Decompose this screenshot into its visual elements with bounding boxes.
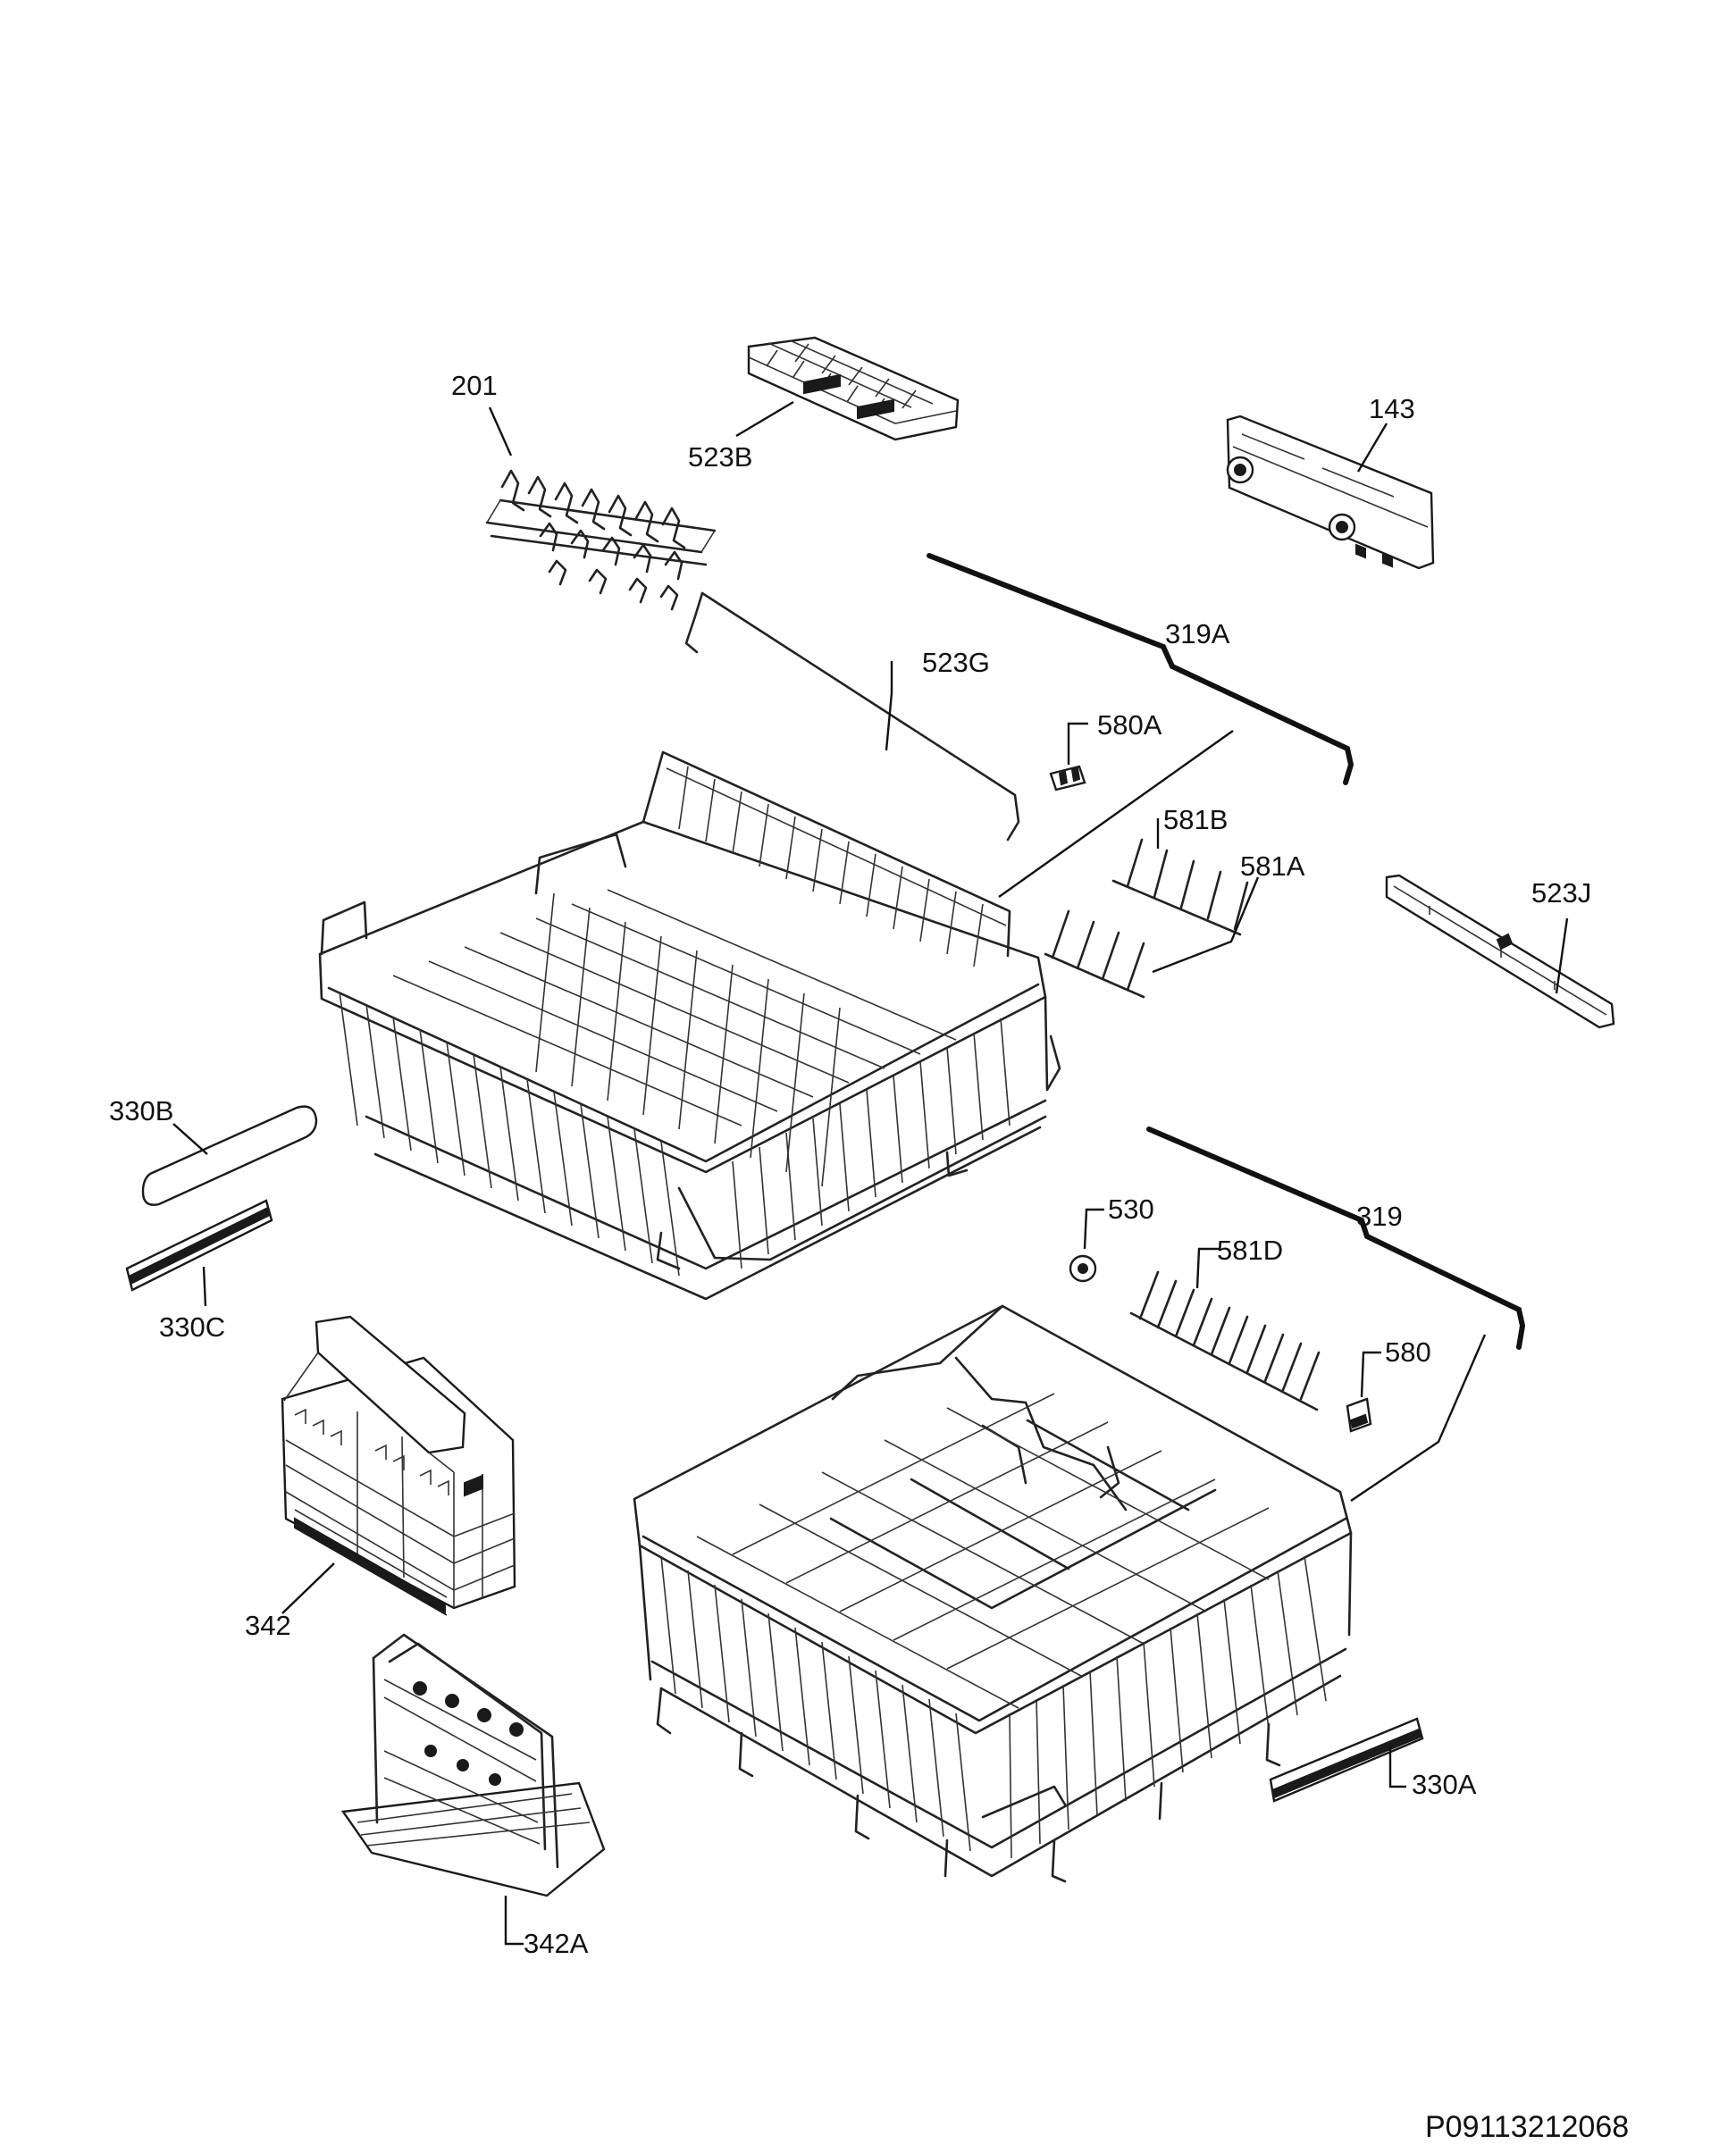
part-581B-tine-row xyxy=(1111,838,1249,936)
part-319-gasket xyxy=(1146,1126,1526,1350)
part-330A-trim xyxy=(1269,1717,1424,1803)
leader-201 xyxy=(488,406,513,456)
leader-342A xyxy=(504,1896,524,1946)
label-143: 143 xyxy=(1369,393,1415,424)
label-581D: 581D xyxy=(1217,1235,1283,1266)
leader-581D xyxy=(1195,1247,1219,1289)
part-342A-utensil-holder xyxy=(340,1633,606,1897)
label-330A: 330A xyxy=(1412,1769,1477,1800)
leader-580 xyxy=(1360,1351,1381,1398)
leader-330B xyxy=(172,1123,208,1155)
part-330B-trim xyxy=(141,1105,318,1206)
leader-530 xyxy=(1083,1208,1104,1250)
part-342-cutlery-basket xyxy=(281,1315,516,1616)
part-330C-trim xyxy=(125,1199,273,1292)
label-201: 201 xyxy=(451,370,498,401)
part-581D-tine-row xyxy=(1129,1270,1321,1411)
label-530: 530 xyxy=(1108,1193,1154,1225)
part-581A-tine-row xyxy=(1044,909,1145,999)
document-code: P09113212068 xyxy=(1425,2110,1629,2144)
label-319A: 319A xyxy=(1165,618,1230,649)
leader-342 xyxy=(281,1562,335,1614)
label-319: 319 xyxy=(1356,1201,1403,1232)
upper-basket xyxy=(318,730,1234,1301)
leader-143 xyxy=(1356,423,1388,473)
label-342: 342 xyxy=(245,1610,291,1641)
label-330B: 330B xyxy=(109,1095,173,1126)
lower-basket xyxy=(633,1304,1487,1883)
label-580A: 580A xyxy=(1097,709,1162,741)
part-143-rail-bracket xyxy=(1226,415,1435,570)
part-580A-clip xyxy=(1049,765,1086,791)
label-580: 580 xyxy=(1385,1336,1431,1368)
part-523G-wire-rod xyxy=(684,591,1020,842)
leader-581A xyxy=(1152,876,1260,974)
leader-330C xyxy=(202,1266,207,1307)
leader-523B xyxy=(735,400,794,438)
leader-523J xyxy=(1555,917,1569,994)
part-319A-gasket xyxy=(927,553,1354,785)
leader-580A xyxy=(1067,722,1088,765)
label-523J: 523J xyxy=(1531,877,1591,909)
label-581A: 581A xyxy=(1240,850,1305,882)
part-580-clip xyxy=(1346,1397,1372,1433)
label-523G: 523G xyxy=(922,647,990,678)
leader-523G xyxy=(885,661,893,751)
part-523B-cup-shelf xyxy=(747,336,960,441)
part-201-tine-clips xyxy=(485,469,717,611)
label-523B: 523B xyxy=(688,441,752,473)
label-330C: 330C xyxy=(159,1311,225,1343)
leader-330A xyxy=(1388,1746,1406,1788)
label-342A: 342A xyxy=(524,1928,589,1959)
part-530-wheel xyxy=(1069,1254,1097,1283)
label-581B: 581B xyxy=(1163,804,1228,835)
